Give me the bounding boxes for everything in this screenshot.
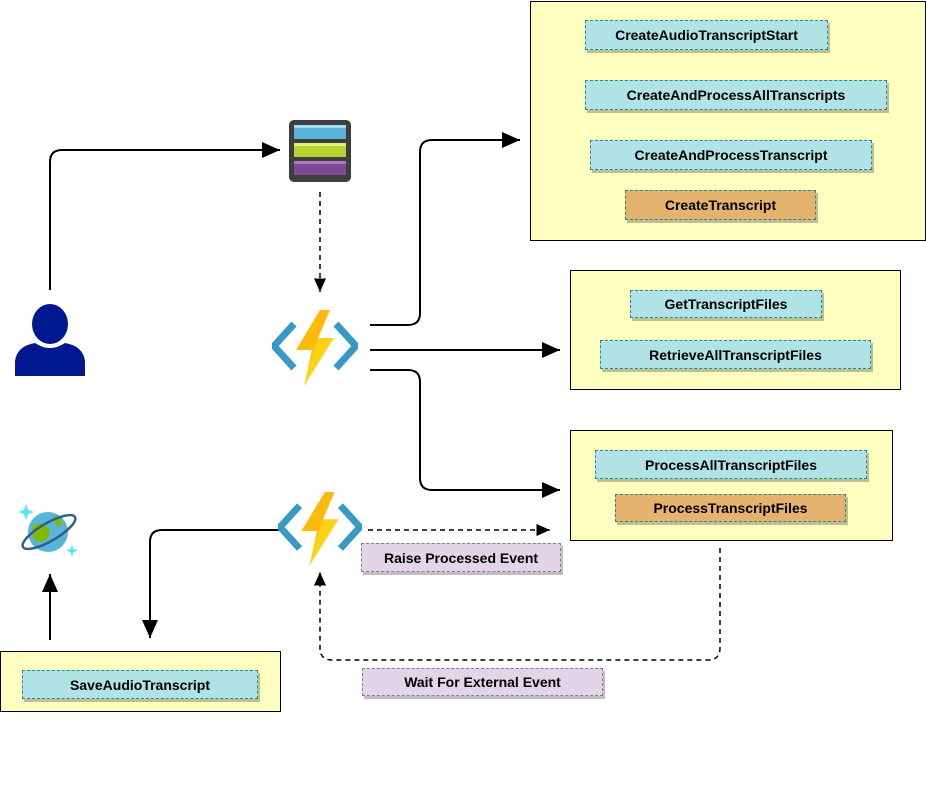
- activity-retrieve-all-transcript-files[interactable]: RetrieveAllTranscriptFiles: [600, 340, 871, 369]
- event-wait-for-external: Wait For External Event: [362, 668, 603, 696]
- arrow-function2-to-save: [142, 529, 280, 638]
- activity-get-transcript-files[interactable]: GetTranscriptFiles: [630, 290, 822, 318]
- arrow-function-to-top-group: [370, 132, 520, 326]
- lower-group: [570, 430, 893, 541]
- activity-create-audio-transcript-start[interactable]: CreateAudioTranscriptStart: [585, 20, 828, 50]
- event-raise-processed: Raise Processed Event: [361, 543, 561, 572]
- activity-process-transcript-files[interactable]: ProcessTranscriptFiles: [615, 494, 846, 522]
- storage-queue-icon: [289, 120, 351, 182]
- activity-save-audio-transcript[interactable]: SaveAudioTranscript: [22, 670, 258, 699]
- activity-create-and-process-transcript[interactable]: CreateAndProcessTranscript: [590, 140, 872, 170]
- azure-function-icon-2: [278, 492, 362, 566]
- arrow-wait-external-event: [314, 548, 721, 661]
- arrow-function-to-lower-group: [370, 369, 560, 498]
- middle-group: [570, 270, 901, 390]
- activity-create-and-process-all-transcripts[interactable]: CreateAndProcessAllTranscripts: [585, 80, 887, 110]
- arrow-user-to-queue: [49, 142, 280, 290]
- azure-function-icon: [272, 310, 358, 386]
- cosmos-db-icon: [18, 504, 78, 557]
- user-icon: [15, 304, 85, 376]
- activity-create-transcript[interactable]: CreateTranscript: [625, 190, 816, 220]
- activity-process-all-transcript-files[interactable]: ProcessAllTranscriptFiles: [595, 450, 867, 479]
